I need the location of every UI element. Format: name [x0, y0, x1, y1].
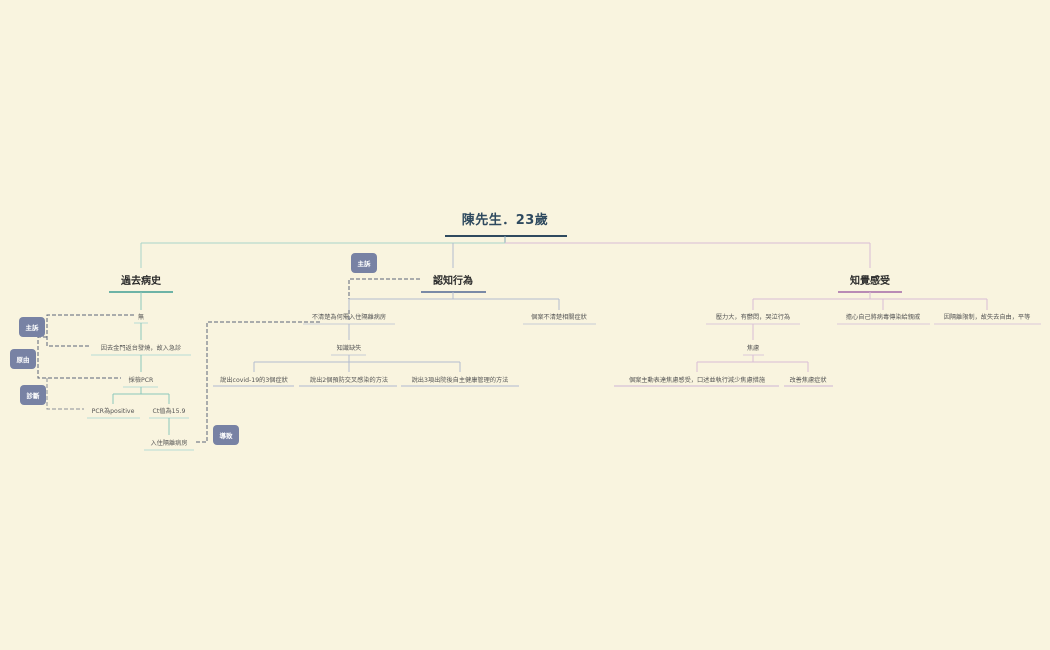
root-node-patient[interactable]: 陳先生．23歲: [461, 213, 549, 228]
perception-anxiety[interactable]: 焦慮: [746, 345, 760, 352]
history-isolation-ward[interactable]: 入住隔離病房: [150, 440, 188, 447]
perception-stress[interactable]: 壓力大，有鬱悶，哭泣行為: [715, 314, 791, 321]
cognition-unclear-symptoms[interactable]: 個案不清楚相關症狀: [531, 314, 587, 321]
history-ct-value[interactable]: Ct值為15.9: [152, 408, 186, 415]
perception-goal-express-anxiety[interactable]: 個案主動表達焦慮感受，口述並執行減少焦慮措施: [628, 377, 766, 384]
cognition-goal-symptoms[interactable]: 說出covid-19的3個症狀: [220, 377, 288, 384]
perception-lost-freedom[interactable]: 因隔離限制，故失去自由，平等: [943, 314, 1031, 321]
history-fever-er[interactable]: 因去金門返台發燒，故入急診: [100, 345, 182, 352]
badge-chief-complaint-history[interactable]: 主訴: [19, 317, 45, 337]
badge-chief-complaint-cognition[interactable]: 主訴: [351, 253, 377, 273]
perception-worry-infecting[interactable]: 擔心自己將病毒傳染給親戚: [845, 314, 921, 321]
cognition-goal-self-management[interactable]: 說出3項出院後自主健康管理的方法: [411, 377, 509, 384]
badge-reason[interactable]: 原由: [10, 349, 36, 369]
history-none[interactable]: 無: [137, 314, 145, 321]
cognition-knowledge-deficit[interactable]: 知識缺失: [336, 345, 362, 352]
branch-perception[interactable]: 知覺感受: [850, 276, 890, 287]
history-pcr-positive[interactable]: PCR為positive: [91, 408, 135, 415]
cognition-unclear-isolation[interactable]: 不清楚為何需入住隔離病房: [311, 314, 387, 321]
history-pcr-test[interactable]: 採檢PCR: [128, 377, 154, 384]
cognition-goal-prevention[interactable]: 說出2個預防交叉感染的方法: [309, 377, 389, 384]
badge-diagnosis[interactable]: 診斷: [20, 385, 46, 405]
badge-result[interactable]: 導致: [213, 425, 239, 445]
branch-cognitive-behavior[interactable]: 認知行為: [433, 276, 473, 287]
branch-past-history[interactable]: 過去病史: [121, 276, 161, 287]
perception-goal-improve-anxiety[interactable]: 改善焦慮症狀: [789, 377, 827, 384]
